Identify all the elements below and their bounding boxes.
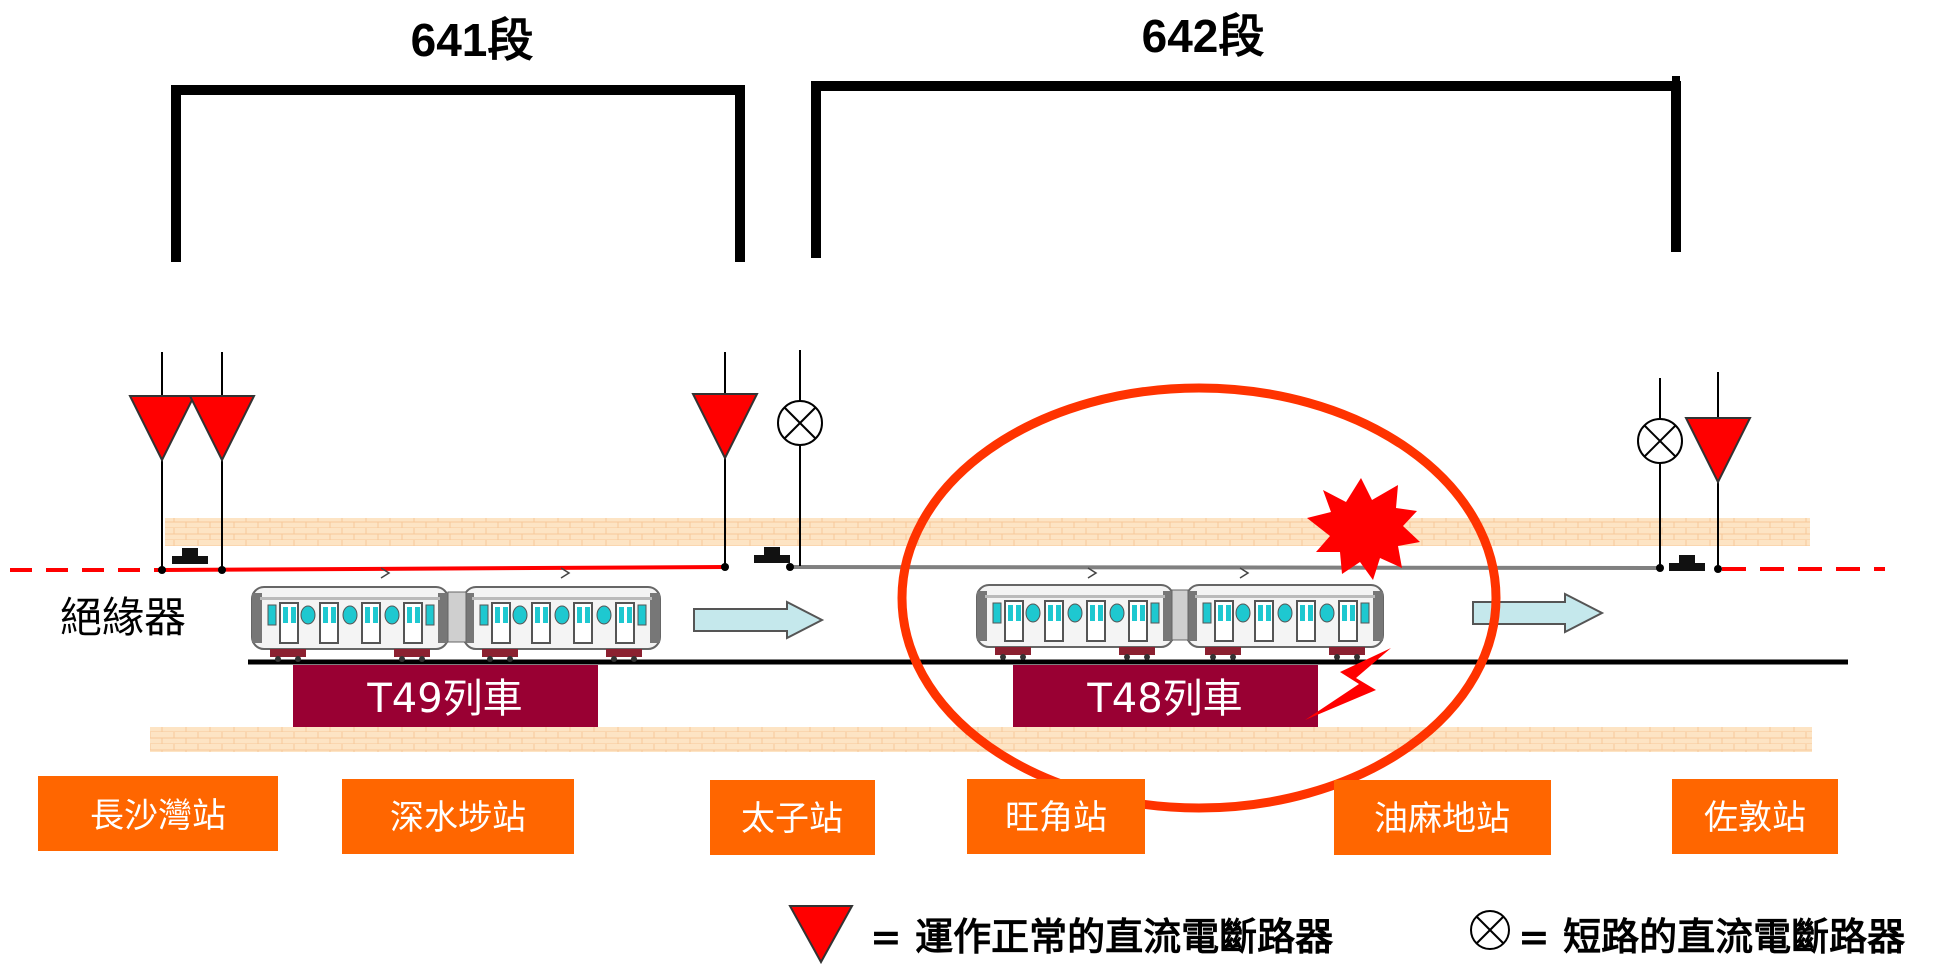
station-jordan: 佐敦站 bbox=[1672, 779, 1838, 854]
station-label-mongkok: 旺角站 bbox=[1005, 798, 1107, 838]
isolator-middle bbox=[754, 547, 790, 563]
breaker-tripped-1 bbox=[777, 400, 823, 446]
station-princeedward: 太子站 bbox=[710, 780, 875, 855]
station-changshawan: 長沙灣站 bbox=[38, 776, 278, 851]
legend-tripped-breaker-label: = 短路的直流電斷路器 bbox=[1518, 914, 1906, 959]
explosion-icon bbox=[1307, 478, 1420, 580]
train-label-t49: T49列車 bbox=[366, 676, 522, 722]
station-label-changshawan: 長沙灣站 bbox=[90, 796, 226, 836]
train-label-box-t49 bbox=[293, 665, 598, 727]
train-t49 bbox=[251, 586, 661, 663]
legend-tripped-breaker-icon bbox=[1470, 910, 1510, 950]
station-label-princeedward: 太子站 bbox=[741, 799, 843, 839]
station-label-jordan: 佐敦站 bbox=[1704, 798, 1806, 838]
isolator-right bbox=[1669, 555, 1705, 571]
station-yaumatei: 油麻地站 bbox=[1334, 780, 1551, 855]
section-642-bracket bbox=[811, 81, 1681, 258]
station-mongkok: 旺角站 bbox=[967, 779, 1145, 854]
train-t48 bbox=[976, 584, 1384, 661]
insulator-label: 絕緣器 bbox=[60, 593, 186, 642]
fault-highlight-circle bbox=[897, 383, 1501, 813]
legend: = 運作正常的直流電斷路器 = 短路的直流電斷路器 bbox=[788, 905, 1906, 965]
section-641-label: 641段 bbox=[411, 14, 534, 66]
legend-normal-breaker-label: = 運作正常的直流電斷路器 bbox=[870, 914, 1334, 959]
platform-upper bbox=[165, 518, 1810, 546]
train-label-box-t48 bbox=[1013, 665, 1318, 727]
lightning-bolt-icon bbox=[1305, 648, 1391, 720]
section-642-label: 642段 bbox=[1142, 10, 1265, 62]
direction-arrow-t48 bbox=[1472, 592, 1605, 634]
feeder-641-live bbox=[161, 565, 726, 572]
breaker-tripped-2 bbox=[1637, 418, 1683, 464]
breaker-normal-3 bbox=[692, 393, 758, 459]
station-label-shamshuipo: 深水埗站 bbox=[390, 798, 526, 838]
isolator-left bbox=[172, 548, 208, 564]
direction-arrow-t49 bbox=[693, 600, 825, 640]
train-label-t48: T48列車 bbox=[1086, 676, 1242, 722]
feeder-642-dead bbox=[789, 565, 1661, 570]
legend-normal-breaker-icon bbox=[788, 905, 854, 965]
station-shamshuipo: 深水埗站 bbox=[342, 779, 574, 854]
breaker-normal-1 bbox=[129, 395, 195, 461]
station-label-yaumatei: 油麻地站 bbox=[1374, 799, 1510, 839]
breaker-normal-2 bbox=[189, 395, 255, 461]
section-641-bracket bbox=[171, 85, 745, 262]
breaker-normal-4 bbox=[1685, 417, 1751, 483]
